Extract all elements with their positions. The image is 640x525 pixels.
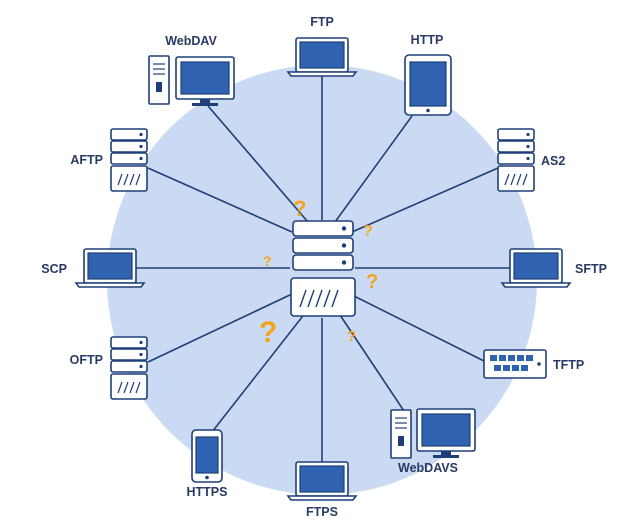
label-https: HTTPS	[187, 485, 228, 499]
link-tftp	[351, 294, 487, 363]
webdav-desktop-icon[interactable]	[148, 55, 235, 106]
https-phone-icon[interactable]	[191, 429, 223, 483]
ftps-laptop-icon[interactable]	[286, 461, 358, 501]
tftp-switch-icon[interactable]	[483, 349, 547, 379]
label-scp: SCP	[41, 262, 67, 276]
label-aftp: AFTP	[70, 153, 103, 167]
ftp-laptop-icon[interactable]	[286, 37, 358, 77]
connection-lines	[136, 76, 510, 463]
question-mark: ?	[366, 271, 378, 293]
central-server-icon[interactable]	[290, 220, 356, 317]
link-aftp	[147, 167, 293, 233]
label-sftp: SFTP	[575, 262, 607, 276]
label-http: HTTP	[411, 33, 444, 47]
label-ftps: FTPS	[306, 505, 338, 519]
question-mark: ?	[293, 196, 306, 221]
question-mark: ?	[263, 253, 272, 269]
link-https	[211, 311, 307, 433]
label-tftp: TFTP	[553, 358, 584, 372]
as2-server-icon[interactable]	[497, 128, 535, 192]
question-mark: ?	[347, 328, 356, 345]
link-webdav	[207, 105, 309, 223]
link-webdavs	[337, 311, 411, 421]
http-tablet-icon[interactable]	[404, 54, 452, 116]
scp-laptop-icon[interactable]	[74, 248, 146, 288]
label-ftp: FTP	[310, 15, 334, 29]
sftp-laptop-icon[interactable]	[500, 248, 572, 288]
link-oftp	[147, 293, 293, 363]
question-marks: ? ? ? ? ? ?	[259, 196, 378, 349]
label-as2: AS2	[541, 154, 565, 168]
oftp-server-icon[interactable]	[110, 336, 148, 400]
label-oftp: OFTP	[70, 353, 103, 367]
aftp-server-icon[interactable]	[110, 128, 148, 192]
link-http	[334, 115, 413, 223]
webdavs-desktop-icon[interactable]	[390, 408, 476, 459]
question-mark: ?	[259, 316, 277, 349]
link-as2	[351, 167, 499, 233]
label-webdavs: WebDAVS	[398, 461, 458, 475]
label-webdav: WebDAV	[165, 34, 217, 48]
question-mark: ?	[363, 223, 373, 240]
